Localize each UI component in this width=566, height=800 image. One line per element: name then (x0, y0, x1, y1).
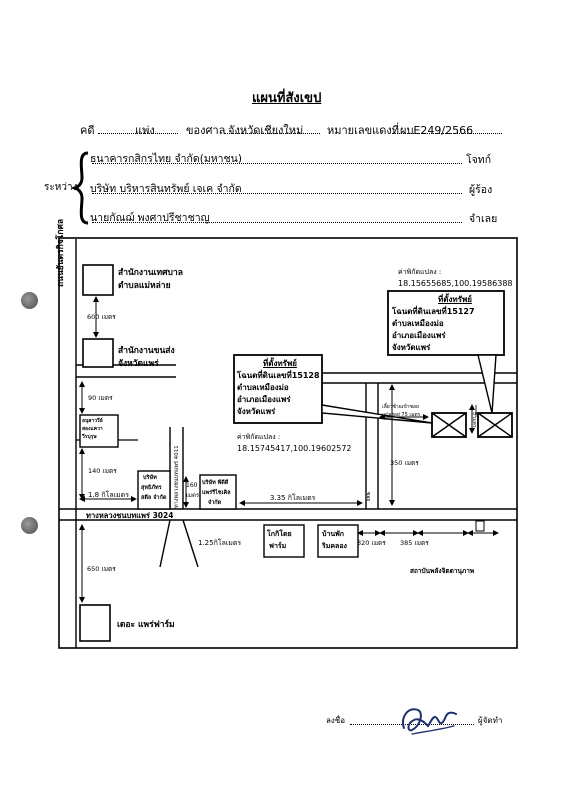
case-label: คดี (80, 124, 95, 137)
prop-right-title: ที่ตั้งทรัพย์ (438, 295, 472, 304)
company-pdd-line1: บริษัท พีดีดี (202, 480, 229, 486)
building-monument (79, 414, 119, 448)
office-tessaban-line2: ตำบลแม่หล่าย (118, 281, 171, 291)
dotted-line (92, 222, 462, 223)
case-number-label: หมายเลขแดงที่ (327, 124, 399, 137)
punch-hole-bottom (21, 517, 38, 534)
coord-right-value: 18.15655685,100.19586388 (398, 279, 513, 288)
office-tessaban-line1: สำนักงานเทศบาล (118, 268, 183, 278)
company-sutthipat-line1: บริษัท (143, 475, 157, 481)
dist-5m: 5 เมตร (471, 412, 477, 428)
dotted-line (224, 133, 320, 134)
dist-320: 320 เมตร (357, 539, 386, 547)
party-petitioner-role: ผู้ร้อง (469, 184, 493, 196)
building-the-phrae-farm (79, 604, 111, 642)
party-defendant-name: นายกัณฌ์ พงศาปรีชาชาญ (90, 212, 210, 224)
dist-140: 140 เมตร (88, 467, 117, 475)
prop-right-line3: อำเภอเมืองแพร่ (392, 331, 446, 340)
company-sutthipat-line3: สตีล จำกัด (141, 495, 167, 501)
road-yantarakit-label: ถนนยันตรกิจโกศล (56, 218, 66, 287)
dist-350: 350 เมตร (390, 459, 419, 467)
farm-kokitoy-line1: โกกิโตย (267, 530, 292, 538)
road-3024-label: ทางหลวงชนบทแพร่ 3024 (86, 511, 174, 520)
company-sutthipat-line2: สุทธิภัทร (141, 485, 162, 491)
office-transport-line1: สำนักงานขนส่ง (118, 346, 175, 356)
signature-dotted-line (350, 724, 474, 725)
energy-institute: สถาบันพลังจิตตานุภาพ (410, 567, 475, 575)
handwritten-signature (402, 708, 457, 735)
prop-left-title: ที่ตั้งทรัพย์ (263, 359, 297, 368)
punch-hole-top (21, 292, 38, 309)
dist-385: 385 เมตร (400, 539, 429, 547)
court-name: จังหวัดเชียงใหม่ (228, 124, 304, 137)
note-turn-line1: เลี้ยวซ้ายเข้าซอย (382, 404, 419, 410)
case-number: ผบE249/2566 (400, 124, 474, 137)
building-rimkhlong (317, 524, 359, 558)
coord-left-label: ค่าพิกัดแปลง : (237, 433, 281, 441)
farm-kokitoy-line2: ฟาร์ม (269, 542, 287, 550)
prop-right-line2: ตำบลเหมืองม่อ (392, 319, 444, 328)
coord-left-value: 18.15745417,100.19602572 (237, 444, 352, 453)
home-rimkhlong-line1: บ้านพัก (322, 530, 345, 538)
case-type: แพ่ง (135, 124, 155, 137)
monument-line2: สองแควา (82, 426, 103, 432)
dist-160-line1: 160 (186, 482, 198, 489)
sketch-map (58, 237, 518, 649)
prop-left-line4: จังหวัดแพร่ (237, 407, 276, 416)
company-pdd-line2: แพร่รีไซเคิล (202, 490, 231, 496)
road-4011-label: ทางหลวงชนบทแพร่ 4011 (174, 445, 180, 508)
callout-15127 (387, 290, 505, 356)
note-turn-line2: แปลงอยู่ 75 เมตร (382, 412, 421, 418)
dist-1-25km: 1.25กิโลเมตร (198, 539, 242, 547)
callout-15128 (233, 354, 323, 424)
dist-90: 90 เมตร (88, 394, 113, 402)
building-transport (82, 338, 114, 368)
dotted-line (92, 193, 462, 194)
dist-3-35km: 3.35 กิโลเมตร (270, 494, 316, 502)
building-sutthipat (137, 470, 171, 510)
party-petitioner-name: บริษัท บริหารสินทรัพย์ เจเค จำกัด (90, 183, 242, 195)
home-rimkhlong-line2: ริมคลอง (322, 542, 347, 550)
dotted-line (98, 133, 178, 134)
preparer-role: ผู้จัดทำ (478, 716, 503, 725)
dotted-line (92, 163, 462, 164)
dist-650: 650 เมตร (87, 565, 116, 573)
building-kokitoy (263, 524, 305, 558)
party-plaintiff-name: ธนาคารกสิกรไทย จำกัด(มหาชน) (90, 153, 242, 165)
sign-label: ลงชื่อ (326, 716, 346, 725)
building-tessaban (82, 264, 114, 296)
soi-label: ซอย (365, 492, 371, 502)
coord-right-label: ค่าพิกัดแปลง : (398, 268, 442, 276)
court-label: ของศาล (186, 124, 226, 137)
dist-600: 600 เมตร (87, 313, 116, 321)
between-label: ระหว่าง (44, 182, 78, 193)
monument-line3: วีรบุรุษ (82, 434, 97, 440)
prop-right-line4: จังหวัดแพร่ (392, 343, 431, 352)
prop-right-line1: โฉนดที่ดินเลขที่15127 (392, 307, 475, 316)
the-phrae-farm: เดอะ แพร่ฟาร์ม (117, 620, 175, 630)
callout-15127-pointer (477, 354, 497, 414)
property-15128-box (431, 412, 467, 438)
monument-line1: อนุสาวรีย์ (82, 418, 103, 424)
party-defendant-role: จำเลย (469, 213, 498, 225)
building-pdd (199, 474, 237, 510)
party-plaintiff-role: โจทก์ (466, 154, 492, 166)
dotted-line (392, 133, 502, 134)
prop-left-line3: อำเภอเมืองแพร่ (237, 395, 291, 404)
page-title: แผนที่สังเขป (252, 91, 322, 106)
prop-left-line2: ตำบลเหมืองม่อ (237, 383, 289, 392)
curly-brace (72, 151, 89, 225)
company-pdd-line3: จำกัด (208, 500, 222, 506)
dist-1-8km: 1.8 กิโลเมตร (88, 491, 129, 499)
dist-160-line2: เมตร (186, 492, 200, 499)
property-15127-box (477, 412, 513, 438)
prop-left-line1: โฉนดที่ดินเลขที่15128 (237, 371, 320, 380)
office-transport-line2: จังหวัดแพร่ (118, 359, 159, 369)
